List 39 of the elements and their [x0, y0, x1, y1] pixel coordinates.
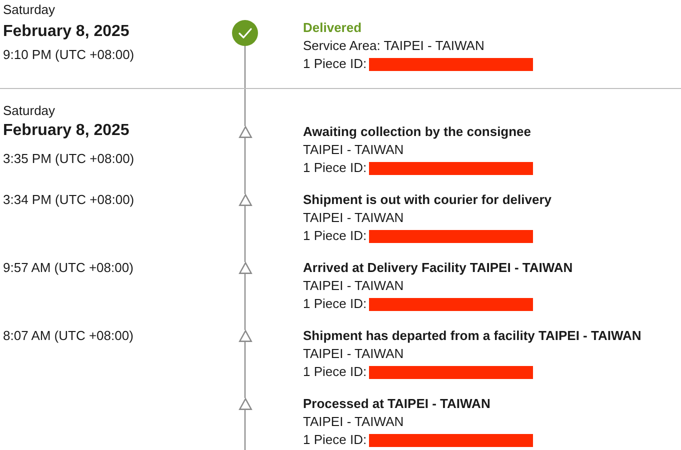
event-status: Processed at TAIPEI - TAIWAN	[303, 396, 490, 412]
event-time: 8:07 AM (UTC +08:00)	[3, 328, 134, 344]
piece-id-label: 1 Piece ID:	[303, 160, 367, 176]
event-status: Shipment has departed from a facility TAIPEI - TAIWAN	[303, 328, 642, 344]
event-time: 9:57 AM (UTC +08:00)	[3, 260, 134, 276]
event-location: TAIPEI - TAIWAN	[303, 346, 404, 362]
event-time: 3:35 PM (UTC +08:00)	[3, 151, 134, 167]
event-status: Awaiting collection by the consignee	[303, 124, 532, 140]
check-circle-icon	[232, 20, 258, 46]
timeline-line	[244, 138, 246, 194]
date-heading: February 8, 2025	[3, 22, 130, 42]
event-status: Delivered	[303, 20, 362, 36]
triangle-marker-icon	[238, 126, 252, 138]
piece-id-label: 1 Piece ID:	[303, 56, 367, 72]
piece-id-label: 1 Piece ID:	[303, 228, 367, 244]
triangle-marker-icon	[238, 262, 252, 274]
piece-id-label: 1 Piece ID:	[303, 432, 367, 448]
event-status: Shipment is out with courier for delivery	[303, 192, 552, 208]
date-heading: February 8, 2025	[3, 121, 130, 141]
event-location: TAIPEI - TAIWAN	[303, 278, 404, 294]
weekday-label: Saturday	[3, 2, 56, 18]
event-location: TAIPEI - TAIWAN	[303, 210, 404, 226]
event-time: 3:34 PM (UTC +08:00)	[3, 192, 134, 208]
triangle-marker-icon	[238, 194, 252, 206]
timeline-line	[244, 46, 246, 126]
piece-id-label: 1 Piece ID:	[303, 296, 367, 312]
triangle-marker-icon	[238, 398, 252, 410]
timeline-line	[244, 342, 246, 398]
event-location: Service Area: TAIPEI - TAIWAN	[303, 38, 484, 54]
timeline-line	[244, 274, 246, 330]
event-status: Arrived at Delivery Facility TAIPEI - TAIWAN	[303, 260, 573, 276]
piece-id-label: 1 Piece ID:	[303, 364, 367, 380]
event-location: TAIPEI - TAIWAN	[303, 414, 404, 430]
timeline-line	[244, 410, 246, 450]
event-location: TAIPEI - TAIWAN	[303, 142, 404, 158]
event-time: 9:10 PM (UTC +08:00)	[3, 47, 134, 63]
weekday-label: Saturday	[3, 103, 56, 119]
triangle-marker-icon	[238, 330, 252, 342]
timeline-line	[244, 206, 246, 262]
